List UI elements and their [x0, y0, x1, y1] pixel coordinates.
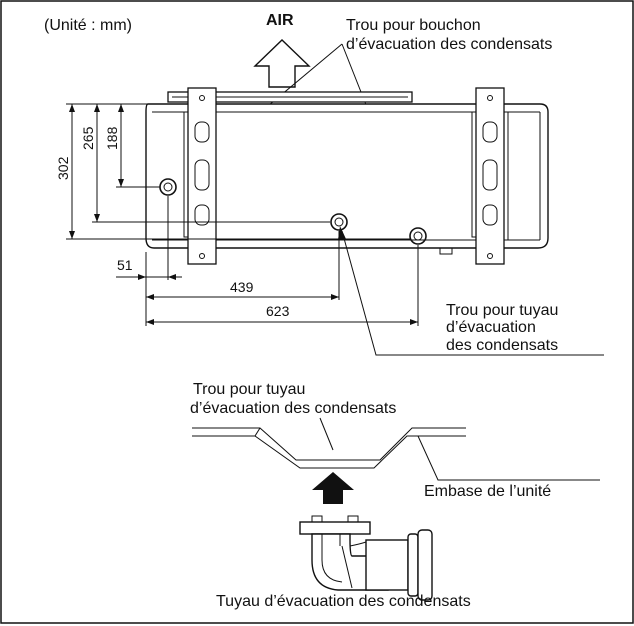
- unit-label: (Unité : mm): [44, 17, 132, 34]
- callout-pipe-detail-line1: Trou pour tuyau: [193, 381, 305, 398]
- leader-pipe-right: [341, 230, 604, 356]
- dim-265: 265: [80, 126, 96, 150]
- dim-302: 302: [55, 156, 71, 180]
- callout-plug-line1: Trou pour bouchon: [346, 17, 481, 34]
- dim-188: 188: [104, 126, 120, 150]
- air-label: AIR: [266, 12, 294, 29]
- callout-pipe-right-line1: Trou pour tuyau: [446, 302, 558, 319]
- install-arrow-icon: [312, 472, 354, 504]
- drain-pipe-label: Tuyau d’évacuation des condensats: [216, 593, 471, 610]
- indoor-unit-outline: [145, 87, 549, 265]
- callout-pipe-detail-line2: d’évacuation des condensats: [190, 400, 396, 417]
- callout-plug-line2: d’évacuation des condensats: [346, 36, 552, 53]
- drain-hole-right: [409, 227, 427, 245]
- air-arrow: [253, 39, 311, 88]
- unit-base-section: [192, 427, 466, 469]
- leader-pipe-detail: [319, 417, 334, 451]
- dim-439: 439: [230, 279, 254, 295]
- drain-hole-center: [330, 213, 348, 231]
- vertical-dimensions: [66, 103, 410, 240]
- horizontal-dimensions: [116, 196, 419, 326]
- drain-pipe-fitting: [299, 515, 433, 601]
- base-label: Embase de l’unité: [424, 483, 551, 500]
- dim-51: 51: [117, 257, 133, 273]
- callout-pipe-right-line2: d’évacuation: [446, 319, 536, 336]
- leader-pipe-right-arrow: [338, 226, 346, 240]
- leader-drain-pipe: [341, 545, 353, 589]
- leader-base: [417, 435, 600, 481]
- dim-623: 623: [266, 303, 290, 319]
- callout-pipe-right-line3: des condensats: [446, 337, 558, 354]
